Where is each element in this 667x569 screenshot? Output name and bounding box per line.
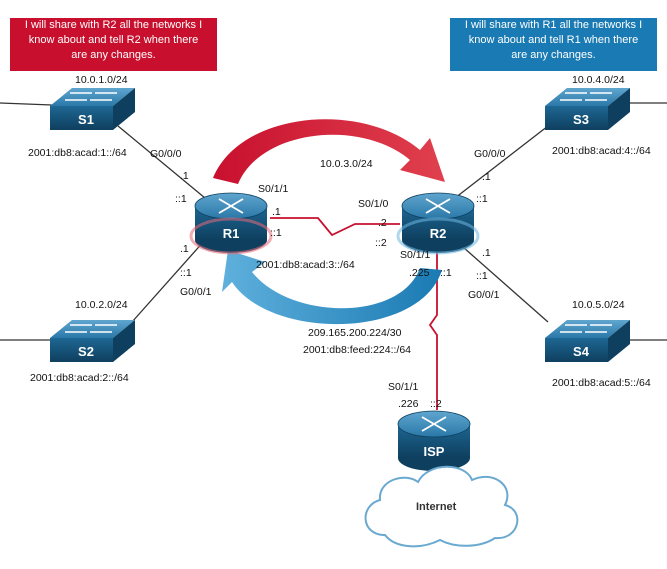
s4-ipv4-network: 10.0.5.0/24 [572,299,625,311]
r1-callout-line-3: are any changes. [71,49,156,61]
r1-g001-interface: G0/0/1 [180,286,212,298]
internet-cloud-icon [364,465,519,548]
r2-s010-ipv6: ::2 [375,237,387,249]
r1-r2-ipv6-network: 2001:db8:acad:3::/64 [256,259,355,271]
link-r2-isp-serial [428,248,438,410]
router-isp-icon [397,410,471,471]
r2-s011-interface: S0/1/1 [400,249,431,261]
link-r1-s2 [131,239,206,323]
r2-g000-ipv6: ::1 [476,193,488,205]
r2-g000-ipv4: .1 [482,171,491,183]
r2-s010-ipv4: .2 [378,217,387,229]
r1-s011-interface: S0/1/1 [258,183,289,195]
r2-callout-line-1: I will share with R1 all the networks I [464,19,643,31]
r1-to-r2-update-arrow [213,119,445,184]
switch-s4-icon [545,320,630,362]
r2-callout-line-3: are any changes. [511,49,596,61]
switch-s3-icon [545,88,630,130]
r1-callout-line-1: I will share with R2 all the networks I [24,19,203,31]
r1-callout: I will share with R2 all the networks I … [10,18,217,71]
r1-g000-interface: G0/0/0 [150,148,182,160]
router-r2-icon [396,192,480,255]
isp-s011-ipv6: ::2 [430,398,442,410]
r2-g001-interface: G0/0/1 [468,289,500,301]
isp-ipv6-network: 2001:db8:feed:224::/64 [303,344,412,356]
isp-ipv4-network: 209.165.200.224/30 [308,327,402,339]
link-r1-r2-serial [270,217,400,237]
s3-ipv6-network: 2001:db8:acad:4::/64 [552,145,651,157]
r1-r2-ipv4-network: 10.0.3.0/24 [320,158,373,170]
r1-g001-ipv6: ::1 [180,267,192,279]
r2-s010-interface: S0/1/0 [358,198,389,210]
link-r2-s4 [454,239,549,323]
router-r2-label: R2 [429,226,447,241]
router-r1-label: R1 [222,226,240,241]
link-r1-s1 [117,125,206,199]
r2-s011-ipv6: ::1 [440,267,452,279]
r2-g001-ipv6: ::1 [476,270,488,282]
r1-g000-ipv4: .1 [180,170,189,182]
switch-s2-label: S2 [78,344,94,359]
router-r1-icon [189,192,273,255]
r2-g000-interface: G0/0/0 [474,148,506,160]
r2-s011-ipv4: .225 [409,267,430,279]
internet-label: Internet [416,501,457,513]
link-r2-s3 [454,125,549,199]
s1-ipv4-network: 10.0.1.0/24 [75,74,128,86]
isp-s011-interface: S0/1/1 [388,381,419,393]
r1-g000-ipv6: ::1 [175,193,187,205]
r1-s011-ipv6: ::1 [270,227,282,239]
r2-g001-ipv4: .1 [482,247,491,259]
r2-callout: I will share with R1 all the networks I … [450,18,657,71]
r1-s011-ipv4: .1 [272,206,281,218]
r1-callout-line-2: know about and tell R2 when there [28,34,199,46]
router-isp-label: ISP [423,444,445,459]
r2-callout-line-2: know about and tell R1 when there [468,34,639,46]
s3-ipv4-network: 10.0.4.0/24 [572,74,625,86]
s2-ipv4-network: 10.0.2.0/24 [75,299,128,311]
link-s1-left [0,102,53,106]
r2-to-r1-update-arrow [222,250,442,325]
r1-g001-ipv4: .1 [180,243,189,255]
switch-s1-label: S1 [78,112,94,127]
switch-s4-label: S4 [573,344,589,359]
switch-s1-icon [50,88,135,130]
s2-ipv6-network: 2001:db8:acad:2::/64 [30,372,129,384]
s4-ipv6-network: 2001:db8:acad:5::/64 [552,377,651,389]
s1-ipv6-network: 2001:db8:acad:1::/64 [28,147,127,159]
switch-s3-label: S3 [573,112,589,127]
switch-s2-icon [50,320,135,362]
isp-s011-ipv4: .226 [398,398,419,410]
